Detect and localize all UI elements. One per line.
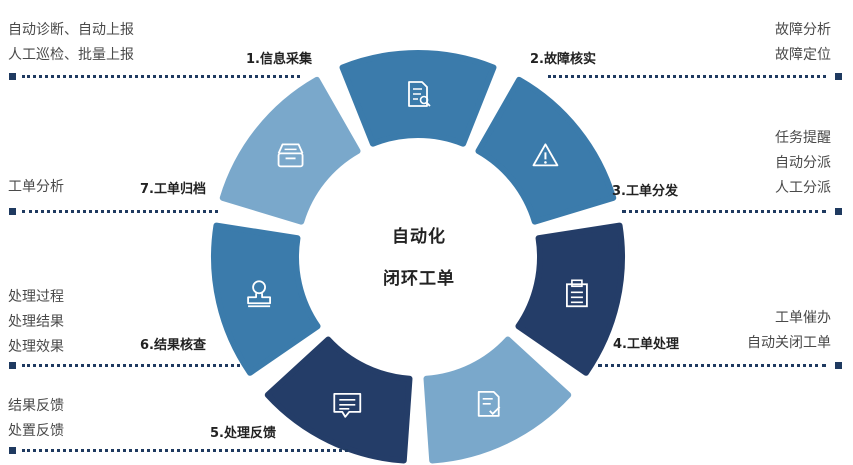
connector-end-5 — [9, 447, 16, 454]
desc-line: 处理结果 — [8, 314, 64, 330]
center-title-line1: 自动化 — [392, 227, 446, 247]
desc-segment-5: 结果反馈 处置反馈 — [8, 394, 64, 444]
desc-line: 工单分析 — [8, 179, 64, 195]
connector-end-4 — [835, 362, 842, 369]
desc-line: 人工巡检、批量上报 — [8, 47, 134, 63]
desc-line: 处理效果 — [8, 339, 64, 355]
desc-line: 故障定位 — [775, 47, 831, 63]
document-check-icon — [477, 390, 501, 417]
desc-segment-4: 工单催办 自动关闭工单 — [747, 306, 831, 356]
archive-tray-icon — [277, 143, 304, 168]
connector-end-1 — [9, 73, 16, 80]
connector-1 — [22, 75, 300, 78]
step-label-7: 7.工单归档 — [140, 182, 206, 197]
connector-end-3 — [835, 208, 842, 215]
desc-line: 自动诊断、自动上报 — [8, 22, 134, 38]
step-label-4: 4.工单处理 — [613, 337, 679, 352]
desc-line: 故障分析 — [775, 22, 831, 38]
desc-segment-6: 处理过程 处理结果 处理效果 — [8, 285, 64, 360]
connector-2 — [548, 75, 826, 78]
desc-line: 自动分派 — [775, 155, 831, 171]
message-icon — [333, 392, 362, 418]
document-search-icon — [408, 81, 431, 107]
desc-segment-2: 故障分析 故障定位 — [775, 18, 831, 68]
center-title-line2: 闭环工单 — [383, 269, 455, 289]
ring-segment-2 — [475, 76, 617, 225]
desc-line: 结果反馈 — [8, 398, 64, 414]
desc-line: 人工分派 — [775, 180, 831, 196]
ring-segment-6 — [211, 222, 321, 376]
ring-segment-7 — [219, 76, 361, 225]
connector-end-7 — [9, 208, 16, 215]
step-label-6: 6.结果核查 — [140, 338, 206, 353]
desc-line: 自动关闭工单 — [747, 335, 831, 351]
connector-end-2 — [835, 73, 842, 80]
step-label-5: 5.处理反馈 — [210, 426, 276, 441]
ring-segment-5 — [264, 336, 413, 464]
desc-line: 任务提醒 — [775, 130, 831, 146]
desc-line: 处置反馈 — [8, 423, 64, 439]
desc-segment-3: 任务提醒 自动分派 人工分派 — [775, 126, 831, 201]
connector-3 — [622, 210, 826, 213]
desc-line: 处理过程 — [8, 289, 64, 305]
connector-4 — [598, 364, 826, 367]
step-label-2: 2.故障核实 — [530, 52, 596, 67]
step-label-1: 1.信息采集 — [246, 52, 312, 67]
connector-end-6 — [9, 362, 16, 369]
desc-segment-7: 工单分析 — [8, 175, 64, 200]
ring-segment-3 — [515, 222, 625, 376]
clipboard-icon — [566, 279, 588, 308]
connector-5 — [22, 449, 348, 452]
connector-6 — [22, 364, 240, 367]
connector-7 — [22, 210, 218, 213]
step-label-3: 3.工单分发 — [612, 184, 678, 199]
stamp-icon — [247, 280, 271, 308]
ring-segment-4 — [423, 336, 572, 464]
desc-line: 工单催办 — [775, 310, 831, 326]
desc-segment-1: 自动诊断、自动上报 人工巡检、批量上报 — [8, 18, 134, 68]
warning-icon — [532, 143, 559, 167]
